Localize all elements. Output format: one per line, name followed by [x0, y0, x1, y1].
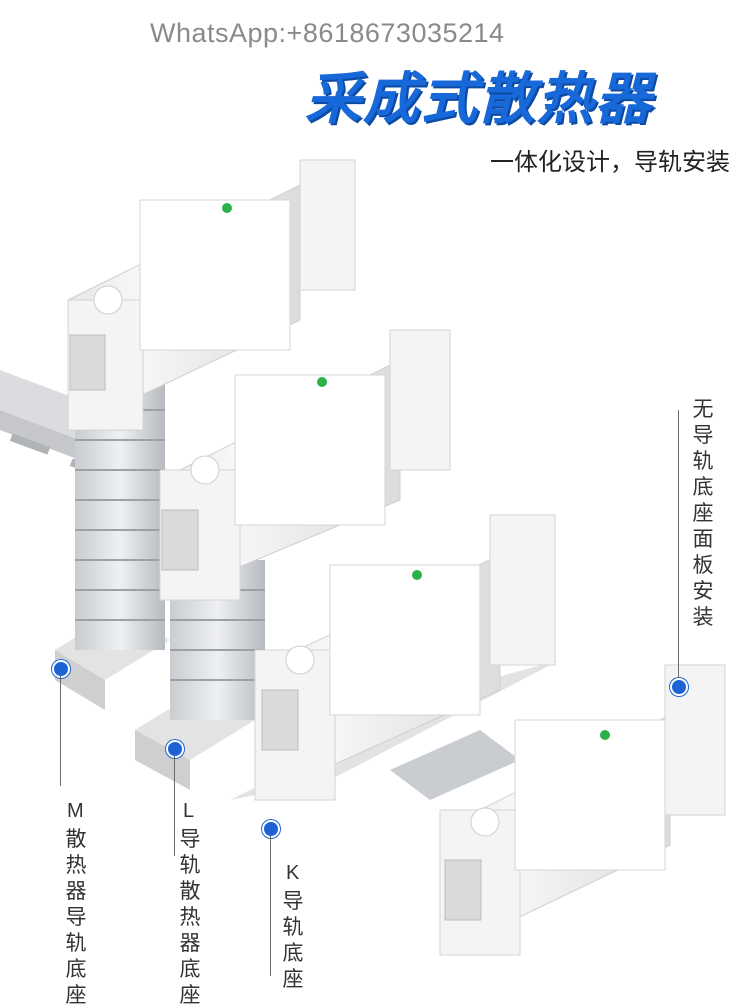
option-k-label: 导轨底座 [282, 889, 304, 991]
option-k-code: K [286, 862, 300, 884]
option-panel-label: 无导轨底座 面板安装 [692, 397, 714, 629]
leader-line-m [60, 676, 61, 786]
option-m-code: M [67, 800, 84, 822]
relay-unit-panel [439, 664, 726, 956]
leader-line-l [174, 756, 175, 856]
leader-line-panel [678, 410, 679, 678]
contact-watermark: WhatsApp:+8618673035214 [150, 18, 505, 48]
tagline: 一体化设计，导轨安装 [490, 148, 730, 176]
leader-line-k [270, 836, 271, 976]
option-l-code: L [183, 800, 195, 822]
headline: 采成式散热器 [305, 67, 653, 132]
option-m-label: 散热器导轨底座 [65, 827, 87, 1007]
marker-dot-panel [670, 678, 688, 696]
relay-unit-k [230, 514, 560, 801]
option-l-label: 导轨散热器底座 [179, 827, 201, 1007]
relay-unit-m [55, 159, 356, 710]
marker-dot-m [52, 660, 70, 678]
marker-dot-l [166, 740, 184, 758]
relay-unit-l [135, 329, 451, 790]
marker-dot-k [262, 820, 280, 838]
